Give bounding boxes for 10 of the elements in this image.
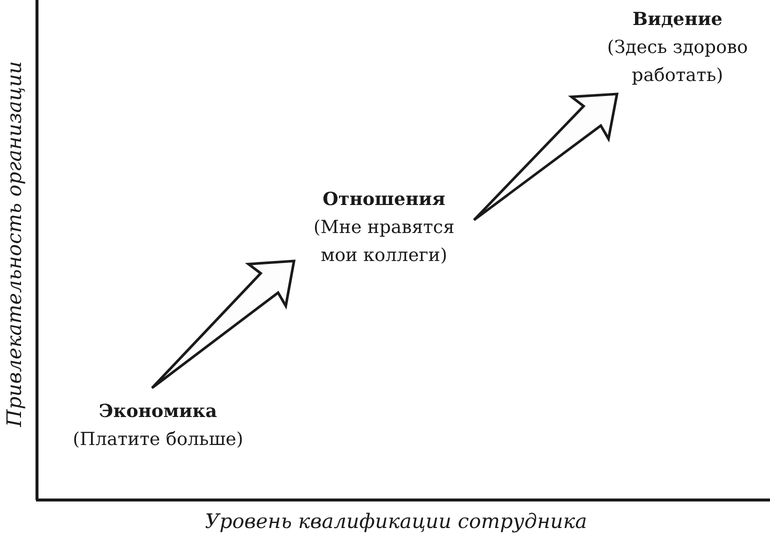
stage-caption: (Мне нравятся мои коллеги)	[312, 216, 456, 268]
stage-title: Видение	[632, 8, 722, 32]
axis-title: Привлекательность организации	[2, 61, 26, 427]
arrow	[472, 92, 619, 222]
stage-caption: (Платите больше)	[72, 428, 244, 452]
stage-title: Экономика	[98, 400, 218, 424]
stage-caption: (Здесь здорово работать)	[606, 36, 749, 88]
axis-title: Уровень квалификации сотрудника	[205, 509, 587, 533]
stage-title: Отношения	[322, 188, 446, 212]
arrow	[150, 260, 296, 390]
